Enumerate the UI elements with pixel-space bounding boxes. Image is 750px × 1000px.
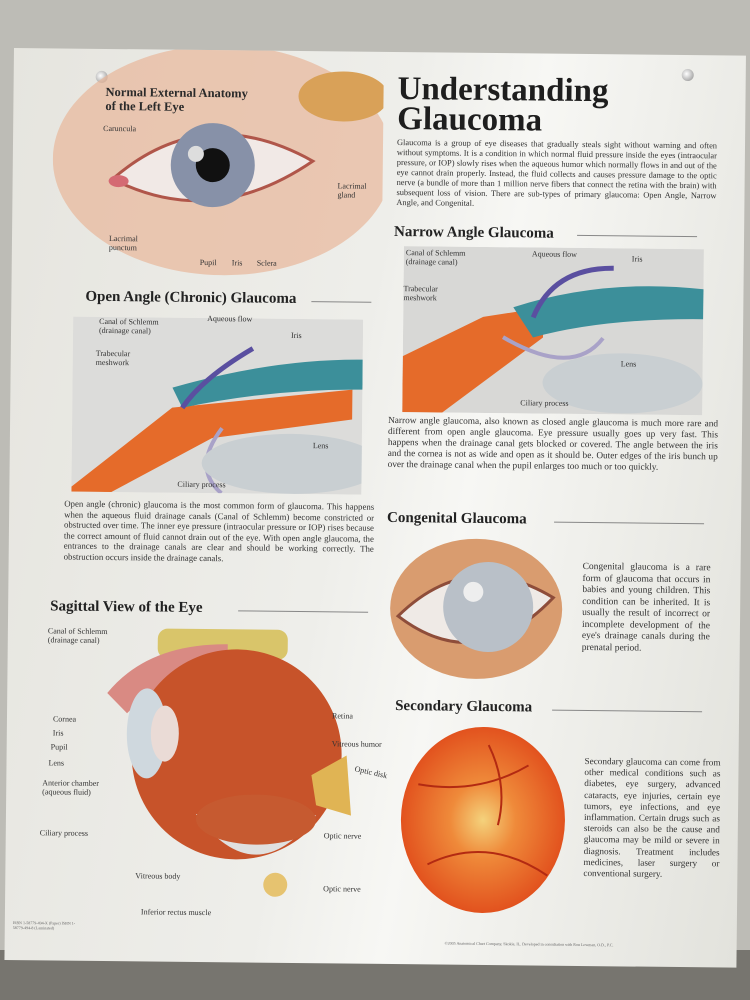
divider	[238, 610, 369, 613]
intro-text: Glaucoma is a group of eye diseases that…	[396, 138, 718, 208]
label-trabecular-meshwork: Trabecular meshwork	[95, 348, 131, 368]
optic-disk-illustration	[400, 726, 565, 913]
label-cornea: Cornea	[52, 714, 77, 724]
isbn-text: ISBN 1-58779-494-X (Paper) ISBN 1-58779-…	[12, 920, 76, 931]
label-sclera: Sclera	[256, 258, 277, 268]
external-eye-illustration	[52, 48, 384, 276]
heading-line: Normal External Anatomy	[105, 84, 248, 101]
label-pupil: Pupil	[50, 742, 68, 752]
label-optic-nerve-2: Optic nerve	[323, 884, 361, 894]
label-canal-schlemm: Canal of Schlemm (drainage canal)	[47, 626, 108, 645]
label-aqueous-flow: Aqueous flow	[531, 249, 578, 259]
label-lens: Lens	[312, 441, 329, 451]
narrow-angle-illustration	[402, 246, 704, 416]
pin-icon	[681, 68, 694, 82]
label-ciliary-process: Ciliary process	[177, 479, 226, 490]
narrow-angle-text: Narrow angle glaucoma, also known as clo…	[387, 415, 719, 473]
secondary-heading: Secondary Glaucoma	[395, 698, 533, 716]
label-trabecular-meshwork: Trabecular meshwork	[403, 284, 438, 303]
label-retina: Retina	[331, 711, 353, 721]
label-lacrimal-gland: Lacrimal gland	[337, 181, 367, 200]
label-canal-schlemm: Canal of Schlemm (drainage canal)	[99, 316, 159, 336]
label-vitreous-humor: Vitreous humor	[331, 739, 382, 749]
label-pupil: Pupil	[199, 257, 217, 268]
label-iris: Iris	[631, 254, 643, 264]
label-iris: Iris	[52, 728, 64, 738]
sagittal-heading: Sagittal View of the Eye	[50, 598, 203, 617]
divider	[554, 521, 705, 525]
open-angle-heading: Open Angle (Chronic) Glaucoma	[85, 288, 297, 307]
narrow-angle-heading: Narrow Angle Glaucoma	[394, 223, 554, 242]
label-ciliary-process: Ciliary process	[520, 398, 569, 408]
label-lacrimal-punctum: Lacrimal punctum	[108, 234, 138, 253]
sagittal-eye-illustration	[107, 628, 351, 897]
copyright-text: ©2005 Anatomical Chart Company, Skokie, …	[444, 940, 614, 948]
label-optic-disk: Optic disk	[353, 764, 389, 781]
label-optic-nerve: Optic nerve	[323, 831, 362, 841]
heading-line: of the Left Eye	[105, 98, 185, 114]
label-anterior-chamber: Anterior chamber (aqueous fluid)	[42, 778, 99, 797]
label-iris: Iris	[290, 330, 302, 341]
label-vitreous-body: Vitreous body	[135, 871, 181, 881]
label-lens: Lens	[620, 359, 637, 369]
label-aqueous-flow: Aqueous flow	[207, 314, 253, 324]
congenital-heading: Congenital Glaucoma	[387, 509, 527, 528]
open-angle-illustration	[71, 316, 364, 495]
congenital-text: Congenital glaucoma is a rare form of gl…	[581, 561, 711, 654]
label-inferior-rectus: Inferior rectus muscle	[140, 907, 212, 918]
label-ciliary-process: Ciliary process	[39, 828, 89, 838]
label-canal-schlemm: Canal of Schlemm (drainage canal)	[405, 248, 466, 267]
label-lens: Lens	[48, 758, 65, 768]
open-angle-text: Open angle (chronic) glaucoma is the mos…	[63, 498, 375, 563]
divider	[311, 301, 372, 303]
label-iris: Iris	[231, 258, 243, 268]
congenital-eye-illustration	[390, 538, 563, 679]
divider	[577, 234, 698, 238]
divider	[552, 709, 703, 713]
label-caruncula: Caruncula	[103, 123, 137, 134]
secondary-text: Secondary glaucoma can come from other m…	[583, 756, 721, 879]
